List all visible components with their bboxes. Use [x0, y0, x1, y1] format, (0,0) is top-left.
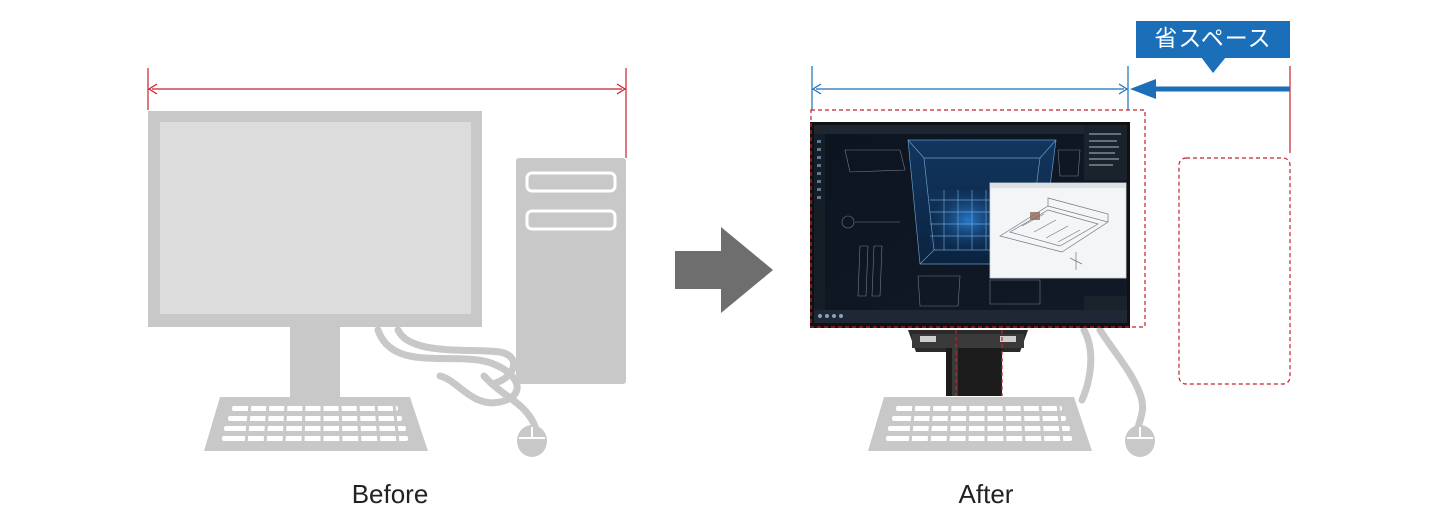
after-monitor: [810, 122, 1130, 328]
after-cables: [1078, 326, 1147, 432]
after-monitor-outline: [810, 109, 1146, 328]
after-label: After: [958, 479, 1014, 509]
model-viewer-window: [989, 182, 1127, 279]
space-saving-callout-tail: [1201, 57, 1226, 73]
drive-bay: [525, 209, 617, 231]
before-label: Before: [351, 479, 429, 509]
integrated-pc-outline: [955, 330, 1003, 396]
before-tower-pc: [516, 158, 626, 384]
space-saving-badge: 省スペース: [1136, 21, 1290, 58]
after-setup: [810, 57, 1291, 457]
before-keyboard: [204, 397, 428, 451]
before-monitor-screen: [160, 122, 471, 314]
drive-bay: [525, 171, 617, 193]
space-saving-arrow: [1130, 79, 1290, 99]
after-width-dimension: [811, 66, 1129, 110]
before-monitor: [148, 111, 482, 397]
after-keyboard: [868, 397, 1092, 451]
before-setup: [147, 68, 627, 457]
removed-tower-outline: [1178, 157, 1291, 385]
after-mouse: [1125, 425, 1155, 457]
before-mouse: [517, 425, 547, 457]
before-width-dimension: [147, 68, 627, 158]
after-monitor-stand: [908, 330, 1028, 396]
before-monitor-neck: [290, 327, 340, 397]
transition-arrow-icon: [675, 227, 773, 313]
